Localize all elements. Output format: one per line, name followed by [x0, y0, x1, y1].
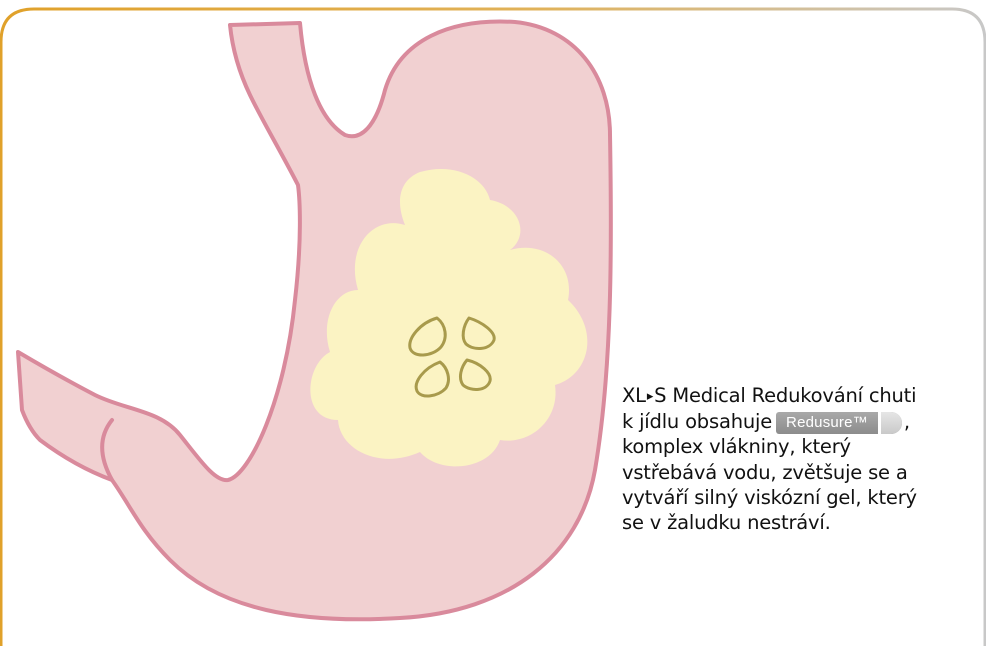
brand-prefix: XL [622, 383, 646, 408]
caption-line-2: k jídlu obsahuje Redusure™, [622, 409, 984, 434]
triangle-right-icon: ▸ [647, 384, 653, 409]
badge-tip-icon [878, 412, 902, 434]
badge-label: Redusure™ [786, 414, 868, 431]
caption-line-3: komplex vlákniny, který [622, 434, 984, 459]
caption-text: k jídlu obsahuje [622, 410, 772, 433]
caption-text: , [904, 410, 910, 433]
caption-line-4: vstřebává vodu, zvětšuje se a [622, 460, 984, 485]
caption-line-5: vytváří silný viskózní gel, který [622, 485, 984, 510]
caption-line-6: se v žaludku nestráví. [622, 510, 984, 535]
description-text: XL▸S Medical Redukování chuti k jídlu ob… [622, 383, 984, 535]
redusure-badge: Redusure™ [776, 412, 902, 434]
caption-text: S Medical Redukování chuti [654, 384, 916, 407]
caption-line-1: XL▸S Medical Redukování chuti [622, 383, 984, 409]
